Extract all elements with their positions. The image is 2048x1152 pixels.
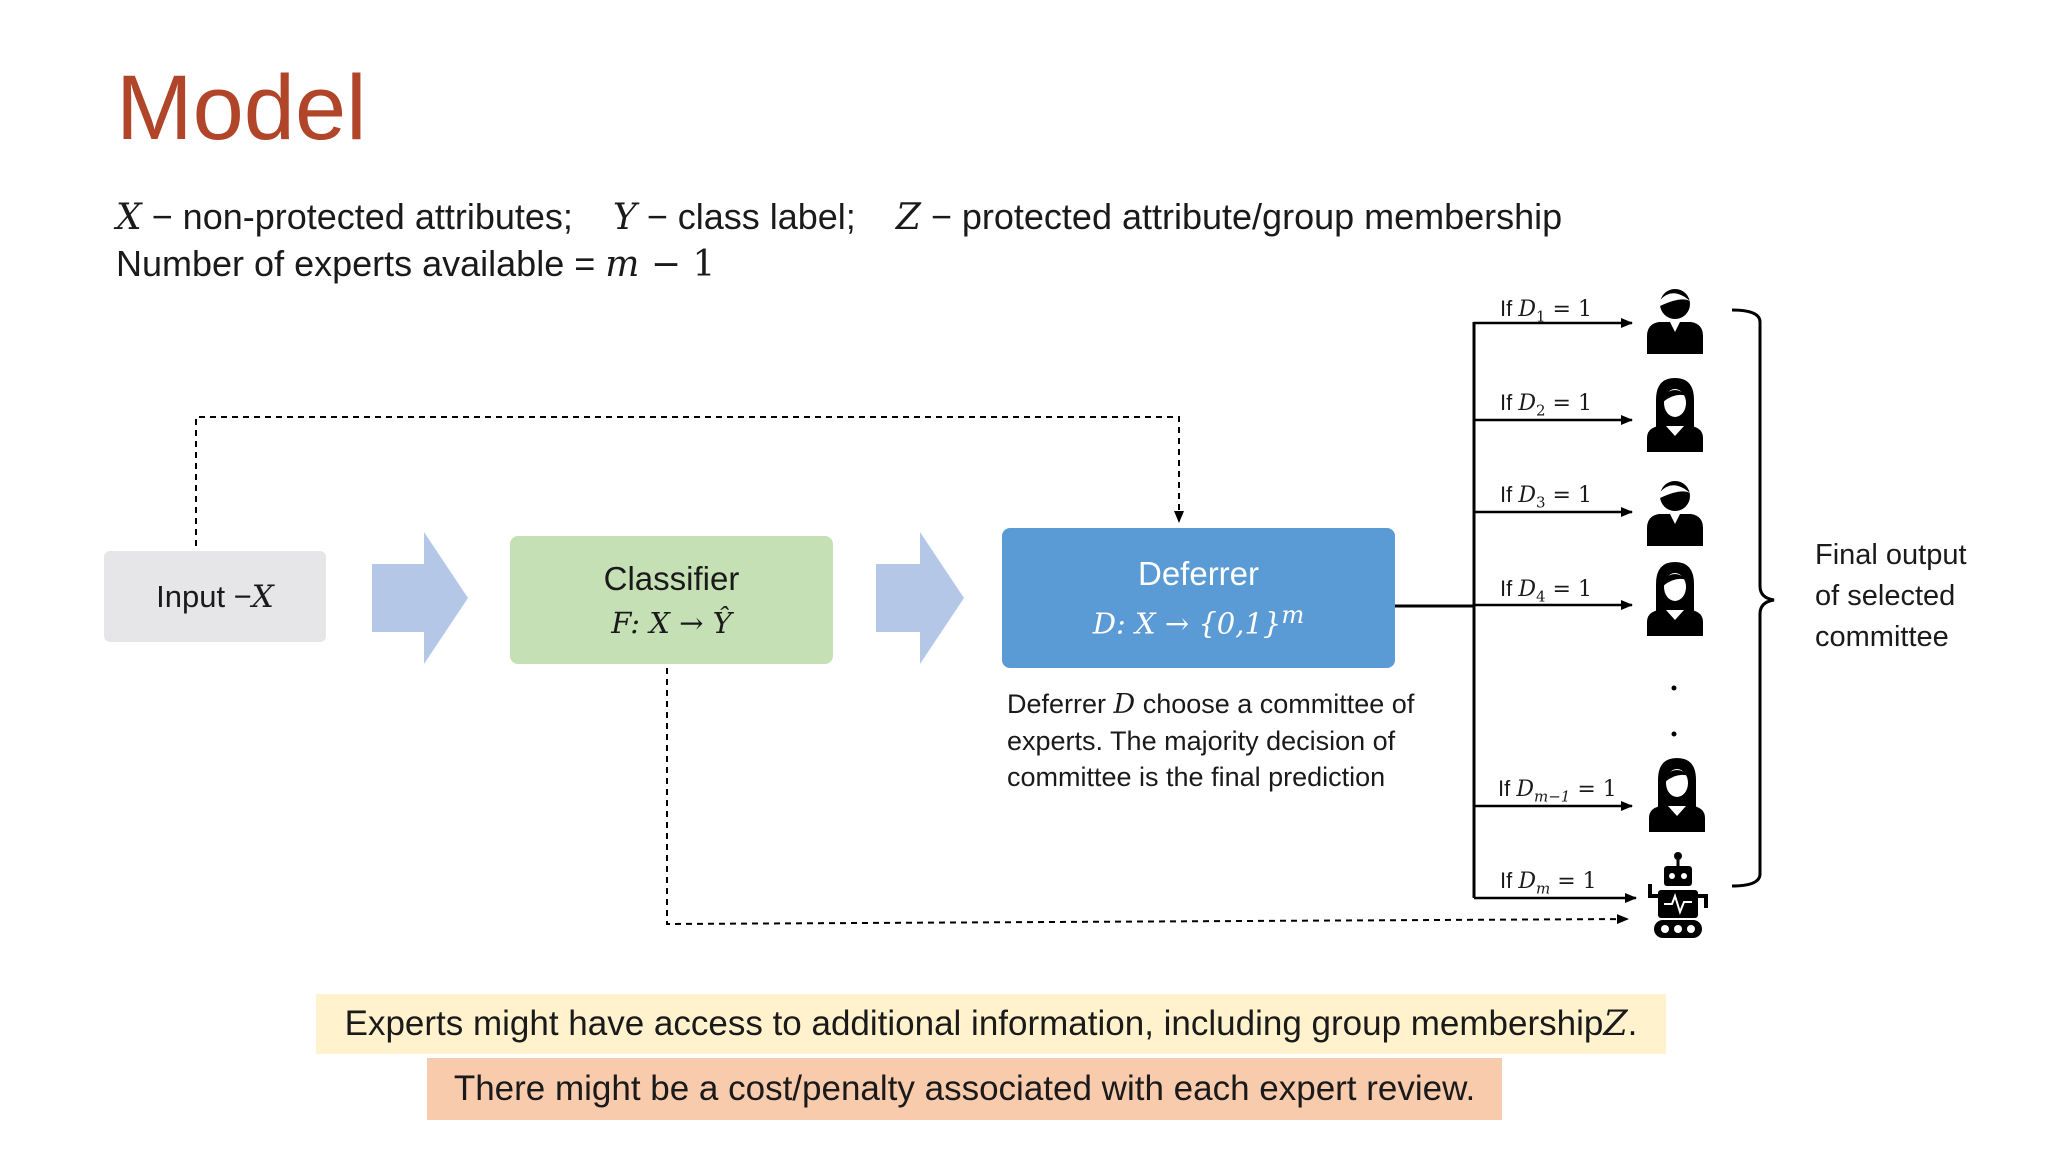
condition-label-2: If D2 = 1: [1500, 390, 1592, 419]
condition-eq: = 1: [1545, 483, 1592, 508]
condition-var: D: [1518, 483, 1536, 508]
condition-sub: 4: [1535, 587, 1546, 606]
condition-label-1: If D1 = 1: [1500, 296, 1592, 325]
condition-label-m-minus-1: If Dm−1 = 1: [1498, 776, 1617, 805]
condition-eq: = 1: [1545, 577, 1592, 602]
condition-var: D: [1516, 777, 1534, 802]
experts-count-line: Number of experts available = m − 1: [116, 243, 715, 285]
deferrer-box: Deferrer D: X → {0,1}m: [1002, 528, 1395, 668]
condition-eq: = 1: [1570, 777, 1617, 802]
callout-symbol: Z: [1603, 1004, 1628, 1044]
callout-text: Experts might have access to additional …: [344, 1004, 1604, 1043]
dashed-classifier-to-robot: [666, 668, 1629, 926]
condition-sub: 3: [1535, 493, 1546, 512]
woman-expert-icon: [1647, 378, 1703, 452]
input-box: Input −X: [104, 551, 326, 642]
flow-arrow-classifier-to-deferrer: [876, 532, 964, 664]
condition-eq: = 1: [1545, 391, 1592, 416]
dashed-input-to-deferrer: [195, 416, 1184, 546]
condition-var: D: [1518, 297, 1536, 322]
final-output-label: Final output of selected committee: [1815, 535, 1967, 658]
variable-legend: X − non-protected attributes; Y − class …: [116, 196, 1562, 238]
y-description: − class label;: [636, 196, 856, 237]
callout-text: There might be a cost/penalty associated…: [453, 1069, 1476, 1108]
flow-arrow-input-to-classifier: [372, 532, 468, 664]
deferrer-formula: D: X → {0,1}: [1092, 606, 1282, 641]
classifier-label: Classifier: [603, 560, 740, 597]
condition-sub: m: [1535, 879, 1551, 898]
condition-if: If: [1500, 868, 1519, 893]
classifier-formula: F: X → Ŷ: [611, 606, 732, 640]
condition-eq: = 1: [1550, 869, 1597, 894]
z-description: − protected attribute/group membership: [920, 196, 1563, 237]
z-symbol: Z: [895, 197, 921, 238]
ellipsis-dot: [1671, 731, 1677, 737]
condition-label-m: If Dm = 1: [1500, 868, 1597, 897]
woman-expert-icon: [1647, 562, 1703, 636]
ellipsis-dot: [1671, 685, 1677, 691]
note-post: choose a committee of experts. The major…: [1007, 689, 1415, 792]
note-pre: Deferrer: [1007, 689, 1114, 719]
condition-var: D: [1518, 577, 1536, 602]
y-symbol: Y: [612, 197, 637, 238]
committee-brace: [1731, 308, 1775, 888]
m-symbol: m: [605, 244, 640, 285]
deferrer-formula-sup: m: [1281, 601, 1305, 630]
condition-if: If: [1500, 390, 1519, 415]
x-description: − non-protected attributes;: [141, 196, 573, 237]
experts-count-suffix: − 1: [639, 244, 716, 285]
condition-sub: m−1: [1533, 787, 1571, 806]
condition-sub: 2: [1535, 401, 1546, 420]
callout-cost-penalty: There might be a cost/penalty associated…: [427, 1058, 1502, 1120]
classifier-box: Classifier F: X → Ŷ: [510, 536, 833, 664]
condition-var: D: [1518, 869, 1536, 894]
final-output-line: committee: [1815, 621, 1949, 653]
condition-if: If: [1500, 576, 1519, 601]
condition-sub: 1: [1535, 307, 1546, 326]
condition-var: D: [1518, 391, 1536, 416]
note-symbol: D: [1113, 689, 1136, 720]
input-label: Input −: [156, 578, 252, 614]
deferrer-label: Deferrer: [1137, 555, 1260, 593]
experts-count-text: Number of experts available =: [116, 243, 606, 284]
condition-if: If: [1498, 776, 1517, 801]
callout-end: .: [1627, 1004, 1638, 1043]
condition-if: If: [1500, 482, 1519, 507]
deferrer-note: Deferrer D choose a committee of experts…: [1007, 686, 1447, 795]
callout-additional-info: Experts might have access to additional …: [316, 994, 1666, 1054]
condition-eq: = 1: [1545, 297, 1592, 322]
input-symbol: X: [251, 578, 274, 615]
condition-label-3: If D3 = 1: [1500, 482, 1592, 511]
robot-icon: [1648, 852, 1708, 938]
condition-if: If: [1500, 296, 1519, 321]
condition-label-4: If D4 = 1: [1500, 576, 1592, 605]
x-symbol: X: [116, 197, 142, 238]
final-output-line: Final output: [1815, 539, 1967, 571]
slide-title: Model: [116, 57, 367, 159]
final-output-line: of selected: [1815, 580, 1956, 612]
man-expert-icon: [1647, 289, 1703, 354]
deferrer-formula-line: D: X → {0,1}m: [1093, 601, 1305, 641]
woman-expert-icon: [1649, 758, 1705, 832]
man-expert-icon: [1647, 481, 1703, 546]
